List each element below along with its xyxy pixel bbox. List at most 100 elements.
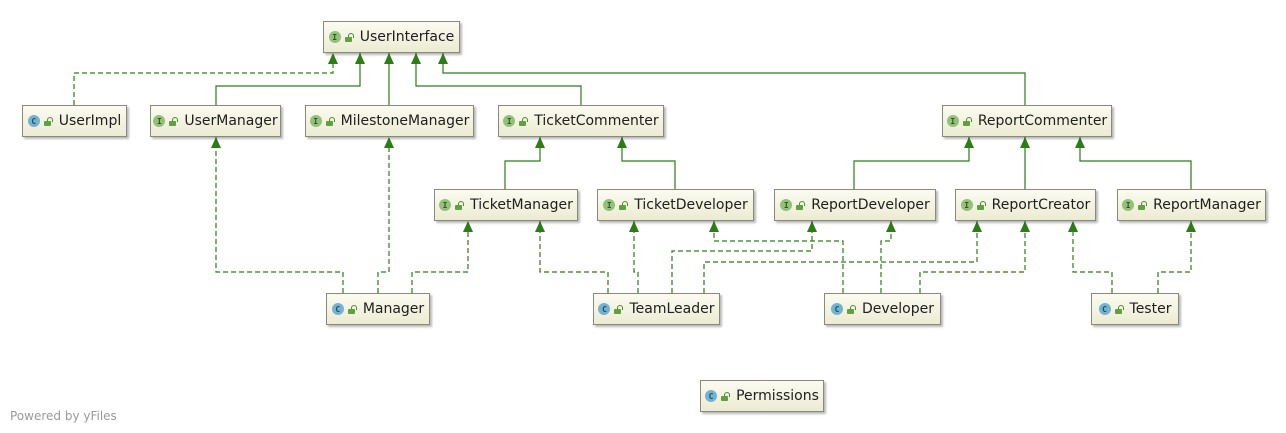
edge-team-leader-to-report-creator: [703, 221, 978, 293]
node-team-leader[interactable]: C TeamLeader: [593, 293, 720, 325]
edge-ticket-manager-to-ticket-commenter: [504, 137, 541, 189]
class-icon: C: [705, 390, 718, 402]
arrowhead-icon: [972, 221, 982, 232]
arrowhead-icon: [535, 137, 545, 148]
interface-icon: I: [309, 115, 322, 127]
class-icon: C: [331, 303, 344, 315]
edge-ticket-developer-to-ticket-commenter: [621, 137, 676, 189]
edge-team-leader-to-report-developer: [671, 221, 813, 293]
arrowhead-icon: [438, 53, 448, 64]
arrowhead-icon: [463, 221, 473, 232]
lock-icon: [344, 32, 354, 42]
node-label: Permissions: [736, 388, 819, 404]
lock-icon: [976, 200, 986, 210]
edge-report-commenter-to-user-interface: [442, 53, 1026, 105]
arrowhead-icon: [807, 221, 817, 232]
node-label: TicketManager: [470, 197, 573, 213]
edge-manager-to-milestone-manager: [377, 137, 390, 293]
node-ticket-manager[interactable]: I TicketManager: [434, 189, 578, 221]
edge-report-developer-to-report-commenter: [853, 137, 970, 189]
lock-icon: [614, 304, 624, 314]
node-report-developer[interactable]: I ReportDeveloper: [774, 189, 936, 221]
edge-user-impl-to-user-interface: [73, 53, 334, 105]
interface-icon: I: [328, 31, 341, 43]
node-label: ReportCreator: [991, 197, 1091, 213]
lock-icon: [43, 116, 53, 126]
node-ticket-developer[interactable]: I TicketDeveloper: [597, 189, 754, 221]
interface-icon: I: [439, 199, 452, 211]
arrowhead-icon: [211, 137, 221, 148]
lock-icon: [619, 200, 629, 210]
arrowhead-icon: [355, 53, 365, 64]
node-label: Developer: [861, 301, 934, 317]
node-label: TicketDeveloper: [634, 197, 748, 213]
node-report-manager[interactable]: I ReportManager: [1117, 189, 1266, 221]
edge-manager-to-ticket-manager: [411, 221, 469, 293]
edge-ticket-commenter-to-user-interface: [415, 53, 582, 105]
arrowhead-icon: [328, 53, 338, 64]
edge-developer-to-report-creator: [919, 221, 1026, 293]
edge-tester-to-report-creator: [1072, 221, 1113, 293]
node-report-creator[interactable]: I ReportCreator: [955, 189, 1096, 221]
class-icon: C: [1098, 303, 1111, 315]
class-icon: C: [830, 303, 843, 315]
lock-icon: [846, 304, 856, 314]
node-permissions[interactable]: C Permissions: [700, 380, 824, 412]
arrowhead-icon: [617, 137, 627, 148]
node-label: TicketCommenter: [534, 113, 659, 129]
lock-icon: [721, 391, 731, 401]
node-label: UserImpl: [58, 113, 122, 129]
arrowhead-icon: [1075, 137, 1085, 148]
lock-icon: [455, 200, 465, 210]
arrowhead-icon: [1020, 221, 1030, 232]
class-icon: C: [598, 303, 611, 315]
node-label: ReportManager: [1153, 197, 1261, 213]
interface-icon: I: [1122, 199, 1135, 211]
node-user-impl[interactable]: C UserImpl: [22, 105, 127, 137]
interface-icon: I: [780, 199, 793, 211]
powered-by-label: Powered by yFiles: [10, 409, 117, 423]
lock-icon: [1138, 200, 1148, 210]
arrowhead-icon: [411, 53, 421, 64]
arrowhead-icon: [1068, 221, 1078, 232]
lock-icon: [519, 116, 529, 126]
node-report-commenter[interactable]: I ReportCommenter: [942, 105, 1112, 137]
node-label: MilestoneManager: [340, 113, 470, 129]
edge-team-leader-to-ticket-manager: [539, 221, 609, 293]
node-ticket-commenter[interactable]: I TicketCommenter: [498, 105, 664, 137]
arrowhead-icon: [886, 221, 896, 232]
interface-icon: I: [960, 199, 973, 211]
arrowhead-icon: [535, 221, 545, 232]
class-icon: C: [27, 115, 40, 127]
edge-developer-to-ticket-developer: [713, 221, 844, 293]
interface-icon: I: [153, 115, 166, 127]
node-developer[interactable]: C Developer: [824, 293, 941, 325]
edge-team-leader-to-ticket-developer: [633, 221, 639, 293]
node-label: TeamLeader: [629, 301, 715, 317]
arrowhead-icon: [709, 221, 719, 232]
arrowhead-icon: [1020, 137, 1030, 148]
interface-icon: I: [503, 115, 516, 127]
arrowhead-icon: [384, 137, 394, 148]
arrowhead-icon: [629, 221, 639, 232]
node-label: ReportCommenter: [977, 113, 1108, 129]
node-user-interface[interactable]: I UserInterface: [323, 21, 460, 53]
node-label: UserInterface: [359, 29, 455, 45]
edge-tester-to-report-manager: [1157, 221, 1192, 293]
arrowhead-icon: [964, 137, 974, 148]
interface-icon: I: [946, 115, 959, 127]
interface-icon: I: [603, 199, 616, 211]
arrowhead-icon: [1186, 221, 1196, 232]
lock-icon: [169, 116, 179, 126]
lock-icon: [1114, 304, 1124, 314]
node-milestone-manager[interactable]: I MilestoneManager: [305, 105, 474, 137]
arrowhead-icon: [384, 53, 394, 64]
edge-user-manager-to-user-interface: [215, 53, 361, 105]
lock-icon: [962, 116, 972, 126]
lock-icon: [325, 116, 335, 126]
node-label: ReportDeveloper: [811, 197, 930, 213]
